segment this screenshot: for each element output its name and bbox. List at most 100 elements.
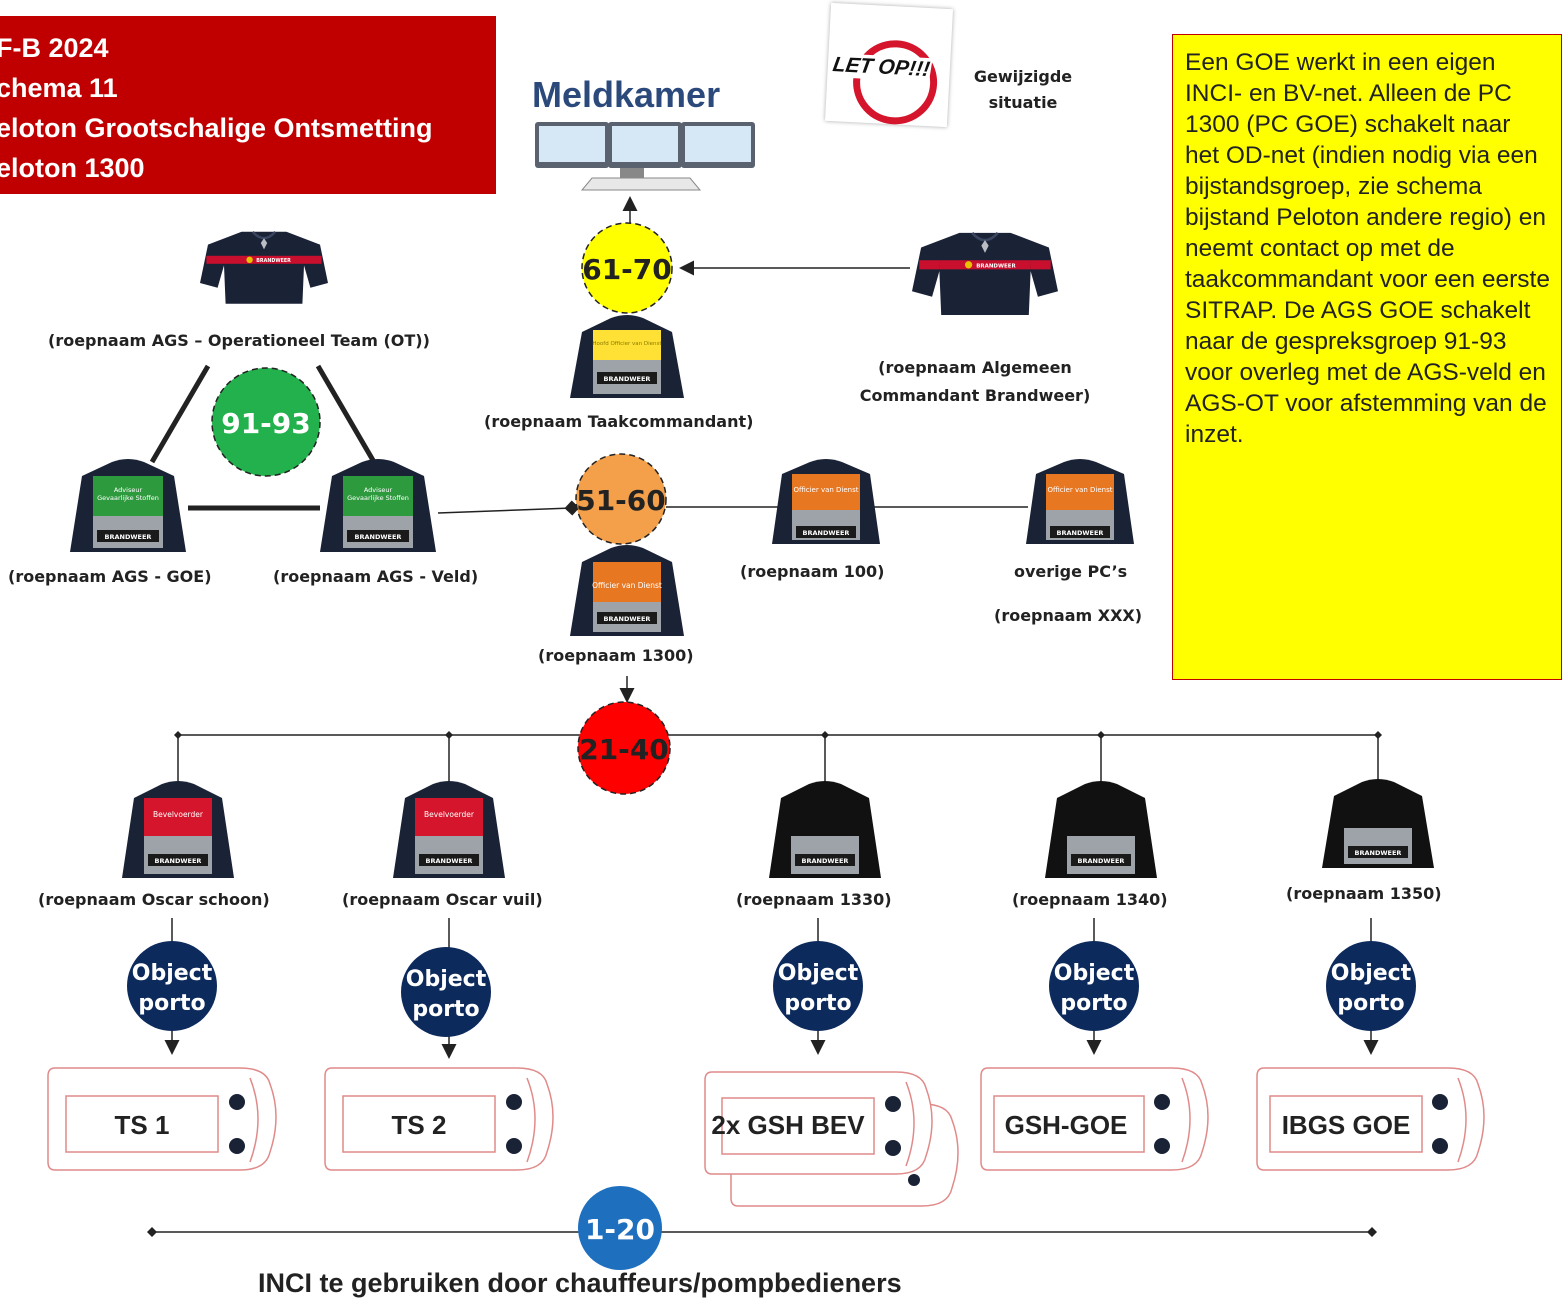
svg-text:BRANDWEER: BRANDWEER	[155, 857, 202, 865]
svg-text:BRANDWEER: BRANDWEER	[604, 375, 651, 383]
svg-text:Object: Object	[406, 967, 487, 992]
label-algemeen-commandant-line-1: (roepnaam Algemeen	[878, 358, 1072, 377]
title-line-4: Peloton 1300	[0, 153, 145, 183]
svg-text:BRANDWEER: BRANDWEER	[1355, 849, 1402, 857]
vehicles: TS 1 TS 2 2x GSH BEV GSH-GOE	[47, 1067, 1485, 1207]
label-ags-veld: (roepnaam AGS - Veld)	[273, 567, 479, 586]
vehicle-ts1: TS 1	[47, 1067, 277, 1171]
algemeen-commandant-shirt-icon	[912, 231, 1058, 317]
svg-text:BRANDWEER: BRANDWEER	[105, 533, 152, 541]
channel-51-60: 51-60	[575, 453, 667, 545]
label-1330: (roepnaam 1330)	[736, 890, 892, 909]
svg-text:Object: Object	[778, 961, 859, 986]
label-overige-pcs: overige PC’s	[1014, 562, 1128, 581]
svg-text:porto: porto	[412, 997, 479, 1022]
label-oscar-vuil: (roepnaam Oscar vuil)	[342, 890, 543, 909]
svg-text:Bevelvoerder: Bevelvoerder	[424, 810, 475, 819]
channel-91-93: 91-93	[211, 367, 321, 477]
object-porto-circles: Object porto Object porto Object porto O…	[127, 941, 1416, 1037]
vehicle-ibgs-goe: IBGS GOE	[1256, 1067, 1485, 1171]
svg-text:porto: porto	[784, 991, 851, 1016]
svg-text:Officier van Dienst: Officier van Dienst	[1047, 486, 1112, 494]
vehicle-gsh-goe: GSH-GOE	[980, 1067, 1209, 1171]
svg-text:Object: Object	[1054, 961, 1135, 986]
svg-text:BRANDWEER: BRANDWEER	[426, 857, 473, 865]
svg-text:Adviseur: Adviseur	[364, 486, 393, 494]
svg-text:BRANDWEER: BRANDWEER	[803, 529, 850, 537]
notice-text: Gewijzigde situatie	[970, 64, 1076, 116]
title-line-1: EF-B 2024	[0, 33, 109, 63]
ovd-1300-vest-icon: Officier van Dienst BRANDWEER	[570, 545, 684, 636]
info-box: Een GOE werkt in een eigen INCI- en BV-n…	[1172, 34, 1562, 680]
svg-text:61-70: 61-70	[582, 253, 672, 286]
svg-text:BRANDWEER: BRANDWEER	[802, 857, 849, 865]
object-porto-4: Object porto	[1049, 941, 1139, 1031]
label-algemeen-commandant: (roepnaam Algemeen Commandant Brandweer)	[840, 354, 1110, 410]
1330-vest-icon: BRANDWEER	[769, 781, 881, 878]
svg-text:1-20: 1-20	[585, 1213, 655, 1246]
let-op-notice: LET OP!!!	[824, 2, 954, 128]
label-100: (roepnaam 100)	[740, 562, 885, 581]
ovd-overige-vest-icon: Officier van Dienst BRANDWEER	[1026, 459, 1134, 544]
svg-text:porto: porto	[1337, 991, 1404, 1016]
channel-61-70: 61-70	[581, 222, 673, 314]
label-xxx: (roepnaam XXX)	[994, 606, 1143, 625]
svg-text:porto: porto	[1060, 991, 1127, 1016]
label-1350: (roepnaam 1350)	[1286, 884, 1442, 903]
warning-icon	[850, 38, 940, 127]
svg-text:Object: Object	[132, 961, 213, 986]
svg-text:Gevaarlijke Stoffen: Gevaarlijke Stoffen	[97, 494, 159, 502]
svg-text:91-93: 91-93	[221, 407, 311, 440]
svg-text:Bevelvoerder: Bevelvoerder	[153, 810, 204, 819]
svg-text:Hoofd Officier van Dienst: Hoofd Officier van Dienst	[592, 341, 662, 347]
svg-text:IBGS GOE: IBGS GOE	[1282, 1110, 1411, 1140]
channel-21-40: 21-40	[577, 701, 671, 795]
svg-text:BRANDWEER: BRANDWEER	[355, 533, 402, 541]
label-ags-goe: (roepnaam AGS - GOE)	[8, 567, 212, 586]
label-taakcommandant: (roepnaam Taakcommandant)	[484, 412, 754, 431]
notice-line-1: Gewijzigde	[973, 67, 1073, 86]
svg-text:BRANDWEER: BRANDWEER	[604, 615, 651, 623]
1340-vest-icon: BRANDWEER	[1045, 781, 1157, 878]
let-op-badge: LET OP!!!	[830, 53, 933, 83]
svg-text:Officier van Dienst: Officier van Dienst	[592, 581, 662, 590]
bevelvoerder-schoon-vest-icon: Bevelvoerder BRANDWEER	[122, 781, 234, 878]
label-ags-ot: (roepnaam AGS – Operationeel Team (OT))	[48, 331, 430, 350]
svg-text:TS 2: TS 2	[392, 1110, 447, 1140]
svg-text:GSH-GOE: GSH-GOE	[1005, 1110, 1128, 1140]
schema-title-box: EF-B 2024 Schema 11 Peloton Grootschalig…	[0, 16, 496, 194]
svg-text:51-60: 51-60	[576, 484, 666, 517]
svg-text:BRANDWEER: BRANDWEER	[1057, 529, 1104, 537]
notice-line-2: situatie	[988, 93, 1058, 112]
ovd-100-vest-icon: Officier van Dienst BRANDWEER	[772, 459, 880, 544]
ags-ot-shirt-icon	[200, 230, 328, 306]
label-oscar-schoon: (roepnaam Oscar schoon)	[38, 890, 270, 909]
svg-text:2x GSH BEV: 2x GSH BEV	[711, 1110, 865, 1140]
meldkamer-monitors-icon	[535, 122, 755, 191]
object-porto-5: Object porto	[1326, 941, 1416, 1031]
channel-1-20: 1-20	[578, 1186, 662, 1270]
vehicle-gsh-bev: 2x GSH BEV	[704, 1071, 959, 1207]
footer-inci-label: INCI te gebruiken door chauffeurs/pompbe…	[258, 1268, 902, 1298]
title-line-2: Schema 11	[0, 73, 118, 103]
svg-text:Adviseur: Adviseur	[114, 486, 143, 494]
connector-lines	[147, 196, 1382, 1237]
meldkamer-label: Meldkamer	[532, 74, 721, 115]
vehicle-ts2: TS 2	[324, 1067, 554, 1171]
svg-text:BRANDWEER: BRANDWEER	[1078, 857, 1125, 865]
svg-text:Gevaarlijke Stoffen: Gevaarlijke Stoffen	[347, 494, 409, 502]
channel-circles: 61-70 91-93 51-60 21-40 1-20	[211, 222, 673, 1270]
label-algemeen-commandant-line-2: Commandant Brandweer)	[859, 386, 1091, 405]
title-line-3: Peloton Grootschalige Ontsmetting	[0, 113, 433, 143]
label-1300: (roepnaam 1300)	[538, 646, 694, 665]
bevelvoerder-vuil-vest-icon: Bevelvoerder BRANDWEER	[393, 781, 505, 878]
vests: Hoofd Officier van Dienst BRANDWEER Advi…	[70, 315, 1434, 878]
ags-goe-vest-icon: Adviseur Gevaarlijke Stoffen BRANDWEER	[70, 459, 186, 552]
label-1340: (roepnaam 1340)	[1012, 890, 1168, 909]
object-porto-3: Object porto	[773, 941, 863, 1031]
object-porto-1: Object porto	[127, 941, 217, 1031]
svg-text:Object: Object	[1331, 961, 1412, 986]
svg-text:21-40: 21-40	[579, 733, 669, 766]
1350-vest-icon: BRANDWEER	[1322, 779, 1434, 868]
